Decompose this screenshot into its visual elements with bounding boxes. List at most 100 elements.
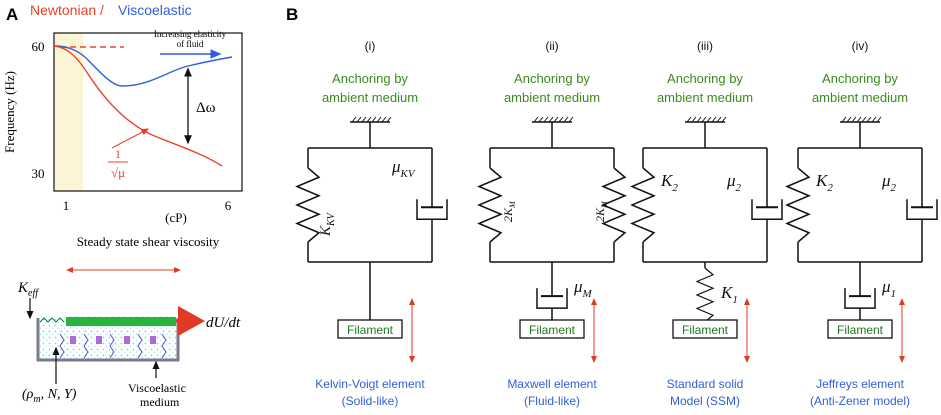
anchor-hatch: [568, 116, 574, 123]
inverse-sqrt-numerator: 1: [115, 147, 121, 161]
dashpot-label: μ2: [881, 171, 897, 194]
spring-left: [477, 167, 503, 243]
spring-parallel: [630, 167, 656, 243]
filament-box: [827, 319, 893, 339]
spring-left-label: 2KM: [501, 200, 517, 222]
anchor-hatch: [361, 116, 367, 123]
model-roman-numeral: (ii): [545, 39, 558, 53]
model-name-line1: Standard solid: [667, 377, 744, 391]
anchor-hatch: [356, 116, 362, 123]
model-roman-numeral: (i): [365, 39, 376, 53]
anchor-hatch: [871, 116, 877, 123]
spring-parallel: [295, 167, 321, 243]
low-viscosity-shade: [54, 33, 83, 191]
spring-label: KKV: [318, 211, 337, 237]
anchor-hatch: [711, 116, 717, 123]
anchor-hatch: [538, 116, 544, 123]
model-name-line2: (Anti-Zener model): [810, 394, 910, 408]
anchor-hatch: [721, 116, 727, 123]
panel-b-letter: B: [286, 5, 298, 24]
anchor-hatch: [563, 116, 569, 123]
anchor-hatch: [846, 116, 852, 123]
panel-a: A Newtonian / Viscoelastic Frequency (Hz…: [2, 2, 243, 409]
dashpot-label: μ2: [726, 171, 742, 194]
y-axis-label: Frequency (Hz): [2, 71, 17, 153]
anchor-hatch: [376, 116, 382, 123]
anchor-hatch: [706, 116, 712, 123]
anchor-hatch: [558, 116, 564, 123]
spring-label: K2: [815, 171, 833, 194]
filament-label: Filament: [682, 323, 729, 337]
model-name-line2: Model (SSM): [670, 394, 740, 408]
anchor-hatch: [366, 116, 372, 123]
anchor-label-line1: Anchoring by: [667, 71, 743, 86]
anchor-hatch: [533, 116, 539, 123]
y-tick-30: 30: [32, 166, 45, 181]
legend-newtonian: Newtonian /: [30, 2, 104, 18]
medium-label-line1: Viscoelastic: [128, 381, 186, 395]
filament-label: Filament: [529, 323, 576, 337]
anchor-spring: [39, 317, 65, 323]
model-name-line1: Jeffreys element: [816, 377, 904, 391]
panel-a-letter: A: [6, 5, 18, 24]
series-dashpot-label: μ1: [881, 277, 896, 300]
inverse-sqrt-denominator: √μ: [111, 165, 125, 180]
model-roman-numeral: (iv): [852, 39, 869, 53]
x-tick-6: 6: [225, 198, 232, 213]
anchor-hatch: [686, 116, 692, 123]
x-tick-1: 1: [63, 198, 70, 213]
series-spring-label: K1: [720, 283, 738, 306]
anchor-label-line1: Anchoring by: [822, 71, 898, 86]
anchor-hatch: [861, 116, 867, 123]
elasticity-note-line2: of fluid: [177, 39, 204, 49]
anchor-hatch: [696, 116, 702, 123]
panel-b: B: [286, 5, 298, 24]
params-label: (ρm, N, Y): [22, 387, 77, 405]
medium-container: [36, 318, 180, 362]
anchor-hatch: [716, 116, 722, 123]
model-name-line1: Kelvin-Voigt element: [315, 377, 425, 391]
anchor-label-line1: Anchoring by: [514, 71, 590, 86]
model-name-line1: Maxwell element: [507, 377, 597, 391]
spring-right-label: 2KM: [593, 200, 609, 222]
anchor-hatch: [841, 116, 847, 123]
spring-label: K2: [660, 171, 678, 194]
medium-springs: [59, 333, 167, 359]
anchor-hatch: [548, 116, 554, 123]
anchor-label-line2: ambient medium: [657, 90, 753, 105]
du-dt-label: dU/dt: [206, 315, 241, 331]
anchor-label-line2: ambient medium: [322, 90, 418, 105]
filament-box: [672, 319, 738, 339]
spring-right: [601, 167, 627, 243]
filament-box: [519, 319, 585, 339]
anchor-label-line2: ambient medium: [812, 90, 908, 105]
filament-label: Filament: [837, 323, 884, 337]
anchor-hatch: [543, 116, 549, 123]
spring-parallel: [785, 167, 811, 243]
x-unit: (cP): [165, 210, 187, 225]
inverse-sqrt-arrow: [111, 128, 149, 149]
elasticity-note-line1: Increasing elasticity: [154, 29, 227, 39]
anchor-hatch: [381, 116, 387, 123]
x-axis-label: Steady state shear viscosity: [77, 234, 220, 249]
anchor-hatch: [856, 116, 862, 123]
medium-label-line2: medium: [140, 395, 180, 409]
model-roman-numeral: (iii): [697, 39, 713, 53]
anchor-hatch: [876, 116, 882, 123]
anchor-hatch: [701, 116, 707, 123]
filament-box: [337, 319, 403, 339]
green-filament: [66, 317, 176, 326]
series-dashpot-label: μM: [573, 277, 593, 300]
series-spring: [695, 267, 715, 323]
viscoelastic-curve: [53, 45, 233, 87]
model-name-line2: (Solid-like): [342, 394, 399, 408]
anchor-hatch: [866, 116, 872, 123]
legend-viscoelastic: Viscoelastic: [118, 2, 192, 18]
y-tick-60: 60: [32, 39, 45, 54]
anchor-hatch: [351, 116, 357, 123]
